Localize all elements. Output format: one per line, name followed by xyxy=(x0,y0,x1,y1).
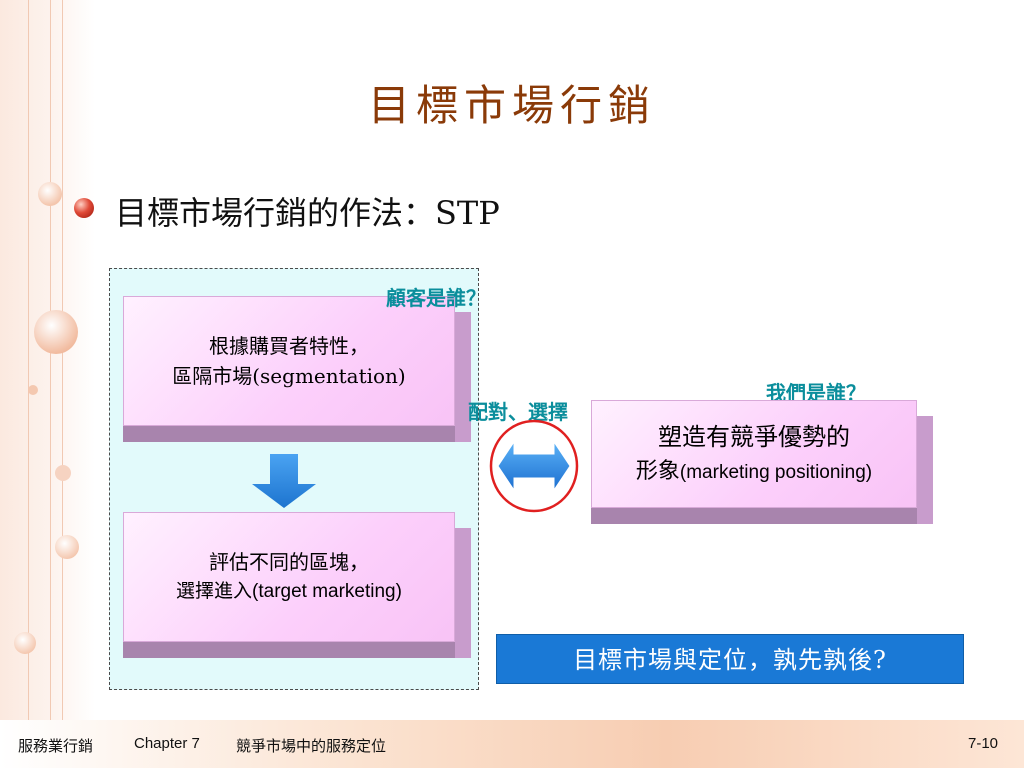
slide-title: 目標市場行銷 xyxy=(367,81,656,130)
box-face: 評估不同的區塊， 選擇進入(target marketing) xyxy=(123,512,455,642)
footer-course: 服務業行銷 xyxy=(18,738,94,755)
box-shadow-bottom xyxy=(123,426,455,442)
down-arrow-icon xyxy=(252,454,316,508)
targeting-line-2-text: 選擇進入(target marketing) xyxy=(176,581,402,602)
decorative-line xyxy=(62,0,63,720)
targeting-box: 評估不同的區塊， 選擇進入(target marketing) xyxy=(123,512,471,658)
positioning-line-1: 塑造有競爭優勢的 xyxy=(658,422,850,451)
who-is-customer-label: 顧客是誰？ xyxy=(386,286,486,310)
footer-chapter: Chapter 7 xyxy=(134,735,200,752)
footer-page-number: 7-10 xyxy=(968,735,999,752)
decorative-circle xyxy=(55,535,79,559)
bullet-icon xyxy=(74,198,94,218)
decorative-circle xyxy=(34,310,78,354)
double-arrow-icon xyxy=(489,419,579,513)
match-select-label: 配對、選擇 xyxy=(468,400,568,424)
box-shadow-side xyxy=(455,312,471,442)
box-shadow-side xyxy=(455,528,471,658)
bullet-text: 目標市場行銷的作法：STP xyxy=(115,194,500,232)
positioning-line-2: 形象(marketing positioning) xyxy=(636,455,872,490)
decorative-circle xyxy=(28,385,38,395)
targeting-line-2: 選擇進入(target marketing) xyxy=(176,577,402,607)
box-shadow-bottom xyxy=(123,642,455,658)
segmentation-box: 根據購買者特性， 區隔市場(segmentation) xyxy=(123,296,471,442)
decorative-circle xyxy=(55,465,71,481)
positioning-line-2-en: (marketing positioning) xyxy=(679,461,873,483)
question-box: 目標市場與定位，孰先孰後? xyxy=(496,634,964,684)
decorative-left-strip xyxy=(0,0,95,720)
box-face: 塑造有競爭優勢的 形象(marketing positioning) xyxy=(591,400,917,508)
positioning-box: 塑造有競爭優勢的 形象(marketing positioning) xyxy=(591,400,933,524)
footer-chapter-title: 競爭市場中的服務定位 xyxy=(236,738,387,755)
box-shadow-bottom xyxy=(591,508,917,524)
positioning-line-2-cjk: 形象 xyxy=(635,458,680,484)
segmentation-line-2: 區隔市場(segmentation) xyxy=(172,364,406,388)
box-face: 根據購買者特性， 區隔市場(segmentation) xyxy=(123,296,455,426)
decorative-circle xyxy=(14,632,36,654)
decorative-line xyxy=(28,0,29,720)
footer-band xyxy=(0,720,1024,768)
decorative-circle xyxy=(38,182,62,206)
segmentation-line-1: 根據購買者特性， xyxy=(209,334,369,358)
decorative-line xyxy=(50,0,51,720)
box-shadow-side xyxy=(917,416,933,524)
targeting-line-1: 評估不同的區塊， xyxy=(209,550,369,574)
